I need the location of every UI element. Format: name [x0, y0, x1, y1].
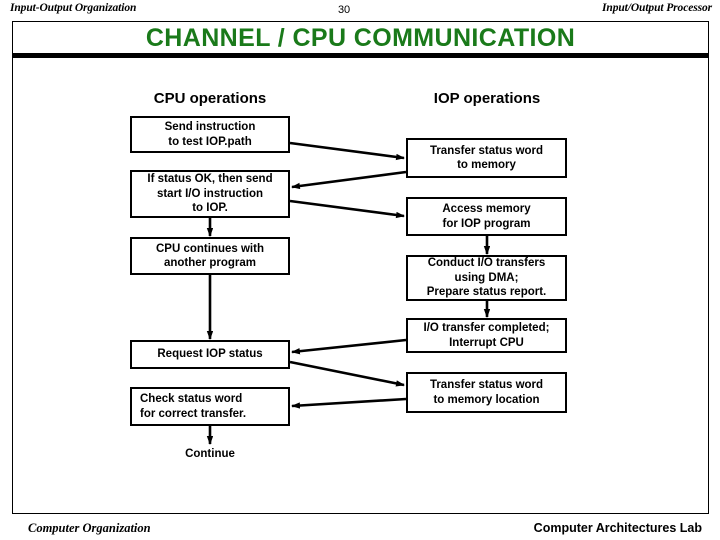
title-divider	[13, 53, 708, 58]
continue-label: Continue	[185, 448, 235, 460]
header-page-number: 30	[338, 4, 351, 16]
page-title: CHANNEL / CPU COMMUNICATION	[145, 24, 576, 52]
iop-operations-heading: IOP operations	[433, 90, 541, 107]
flow-box-request-iop-status[interactable]: Request IOP status	[130, 340, 290, 369]
slide-frame	[12, 21, 709, 514]
footer-right: Computer Architectures Lab	[533, 521, 702, 535]
flow-box-io-transfer-completed[interactable]: I/O transfer completed;Interrupt CPU	[406, 318, 567, 353]
header-right-title: Input/Output Processor	[602, 2, 712, 14]
cpu-operations-heading: CPU operations	[153, 90, 267, 107]
footer-left: Computer Organization	[28, 521, 151, 535]
header-left-title: Input-Output Organization	[10, 2, 137, 14]
